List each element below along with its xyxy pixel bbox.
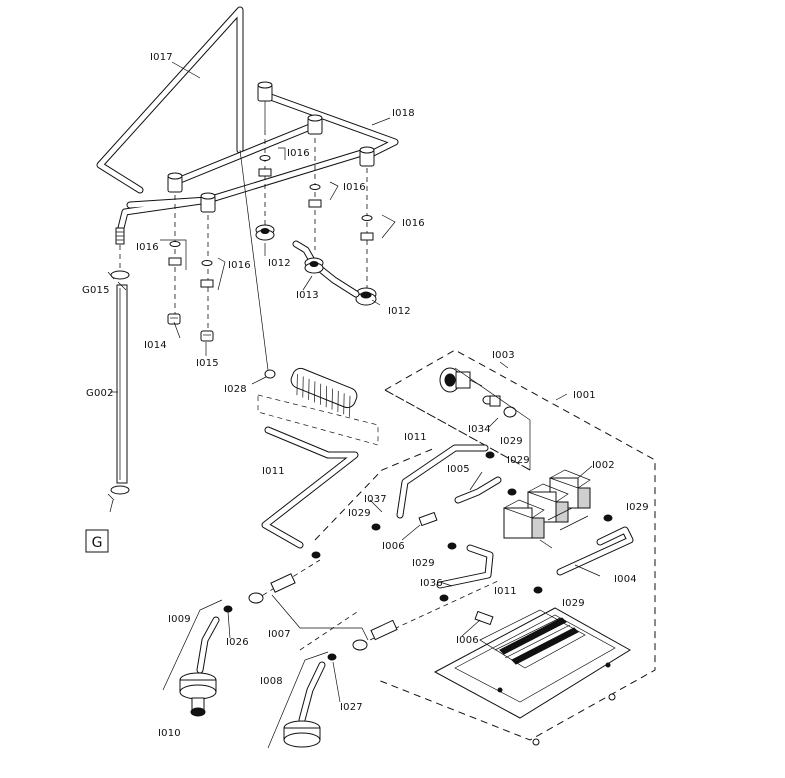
- label-g002: G002: [86, 388, 114, 399]
- label-i003: I003: [492, 350, 515, 361]
- label-i016-d: I016: [136, 242, 159, 253]
- solenoid-valve: [527, 483, 569, 523]
- label-i013: I013: [296, 290, 319, 301]
- label-i037: I037: [364, 494, 387, 505]
- label-i010: I010: [158, 728, 181, 739]
- pipe-i011-low: [436, 544, 494, 589]
- grommet-i012: [355, 287, 377, 306]
- pipe-i005: [454, 476, 502, 504]
- label-i036: I036: [420, 578, 443, 589]
- elbow-fitting-i013: [292, 240, 360, 298]
- label-i016-c: I016: [402, 218, 425, 229]
- leader-lines: [110, 61, 601, 703]
- label-i009: I009: [168, 614, 191, 625]
- frame-rail-i018: [115, 81, 399, 245]
- post-cup: [200, 192, 216, 213]
- label-i029-f: I029: [562, 598, 585, 609]
- label-i016-e: I016: [228, 260, 251, 271]
- clip-i028: [264, 369, 276, 379]
- connector-group-i007: [248, 573, 398, 651]
- label-i002: I002: [592, 460, 615, 471]
- leader-line: [109, 499, 114, 513]
- label-i029-b: I029: [507, 455, 530, 466]
- pipe-i004: [556, 526, 634, 576]
- label-i026: I026: [226, 637, 249, 648]
- label-i028: I028: [224, 384, 247, 395]
- label-g015: G015: [82, 285, 110, 296]
- label-i006-a: I006: [382, 541, 405, 552]
- tube-g002: [116, 284, 128, 484]
- label-i011-b: I011: [262, 466, 285, 477]
- label-i011-c: I011: [494, 586, 517, 597]
- label-i029-c: I029: [626, 502, 649, 513]
- fitting-i014: [167, 313, 181, 325]
- clamp-g015: [107, 270, 130, 280]
- post-cup: [359, 146, 375, 167]
- section-marker-label: G: [92, 535, 103, 551]
- label-i008: I008: [260, 676, 283, 687]
- post-cup: [307, 114, 323, 135]
- filter-cartridge: [257, 367, 379, 446]
- label-i015: I015: [196, 358, 219, 369]
- label-i034: I034: [468, 424, 491, 435]
- nut-washer-set: [200, 257, 226, 291]
- label-i018: I018: [392, 108, 415, 119]
- clamp-bottom: [107, 485, 130, 501]
- nut-washer-set: [360, 214, 396, 241]
- cap-assembly-right: [267, 651, 337, 749]
- label-i029-e: I029: [412, 558, 435, 569]
- grommet-i012: [255, 224, 275, 241]
- label-i016-b: I016: [343, 182, 366, 193]
- post-cup: [257, 81, 273, 102]
- label-i027: I027: [340, 702, 363, 713]
- bottom-tray: [433, 607, 631, 746]
- cap-assembly-left: [162, 599, 233, 717]
- nut-washer-set: [160, 239, 187, 270]
- label-i029-a: I029: [500, 436, 523, 447]
- clips-i029: [311, 451, 613, 602]
- post-cup: [167, 172, 183, 193]
- label-i004: I004: [614, 574, 637, 585]
- label-i006-b: I006: [456, 635, 479, 646]
- valve-i003: [439, 367, 531, 470]
- label-i001: I001: [573, 390, 596, 401]
- pipe-i011-long: [261, 426, 359, 549]
- label-i012-a: I012: [268, 258, 291, 269]
- part-labels: I017 I018 I016 I016 I016 I016 I016 I012 …: [82, 52, 649, 739]
- label-i007: I007: [268, 629, 291, 640]
- label-i014: I014: [144, 340, 167, 351]
- label-i005: I005: [447, 464, 470, 475]
- assembly-outline: [254, 349, 656, 741]
- label-i016-a: I016: [287, 148, 310, 159]
- frame-bar-i017: [96, 6, 244, 194]
- fitting-i015: [200, 330, 214, 342]
- nut-washer-set: [258, 147, 286, 177]
- fitting-i006: [418, 511, 438, 527]
- label-i017: I017: [150, 52, 173, 63]
- solenoid-valve: [503, 499, 545, 539]
- fitting-i006: [474, 610, 494, 626]
- pipe-i011-mid: [396, 444, 489, 519]
- label-i011-a: I011: [404, 432, 427, 443]
- section-marker-g: G: [85, 529, 109, 553]
- nut-washer-set: [308, 181, 339, 208]
- label-i012-b: I012: [388, 306, 411, 317]
- label-i029-d: I029: [348, 508, 371, 519]
- solenoid-valves-i002: [503, 469, 591, 549]
